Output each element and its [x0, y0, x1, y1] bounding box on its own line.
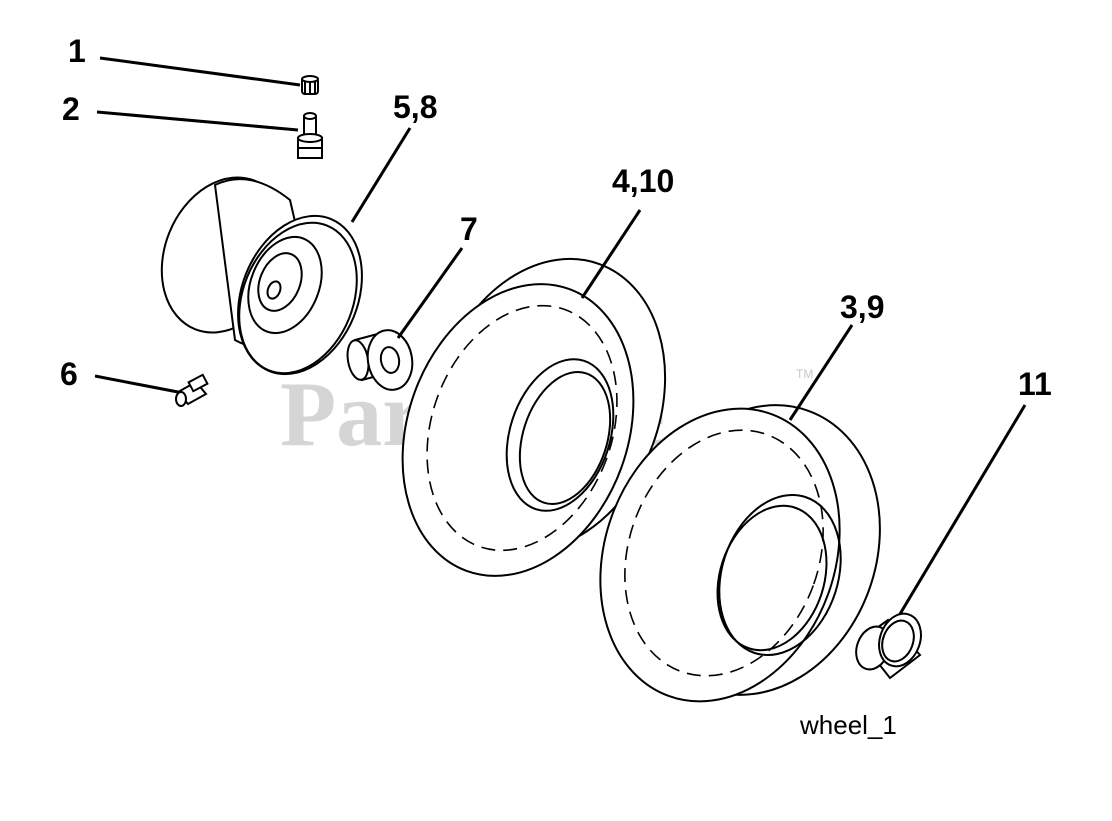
callout-4-10: 4,10	[612, 163, 674, 199]
part-valve-cap	[301, 75, 319, 95]
callout-7: 7	[460, 211, 478, 247]
callout-5-8: 5,8	[393, 89, 437, 125]
part-tire-rear	[599, 404, 881, 703]
callout-3-9: 3,9	[840, 289, 884, 325]
diagram-caption: wheel_1	[799, 710, 897, 740]
callout-11: 11	[1018, 366, 1052, 402]
watermark-trademark: TM	[796, 367, 813, 381]
part-hub-cap	[855, 612, 922, 680]
leader-lines	[94, 56, 1027, 615]
callout-labels: 1 2 5,8 6 7 4,10 3,9 11	[60, 33, 1052, 402]
part-bushing	[346, 329, 414, 391]
callout-2: 2	[62, 91, 80, 127]
part-rim	[160, 176, 363, 376]
part-valve-stem	[297, 112, 323, 159]
callout-6: 6	[60, 356, 78, 392]
part-bolt	[175, 373, 209, 407]
part-tire-front	[401, 257, 667, 577]
callout-1: 1	[68, 33, 86, 69]
